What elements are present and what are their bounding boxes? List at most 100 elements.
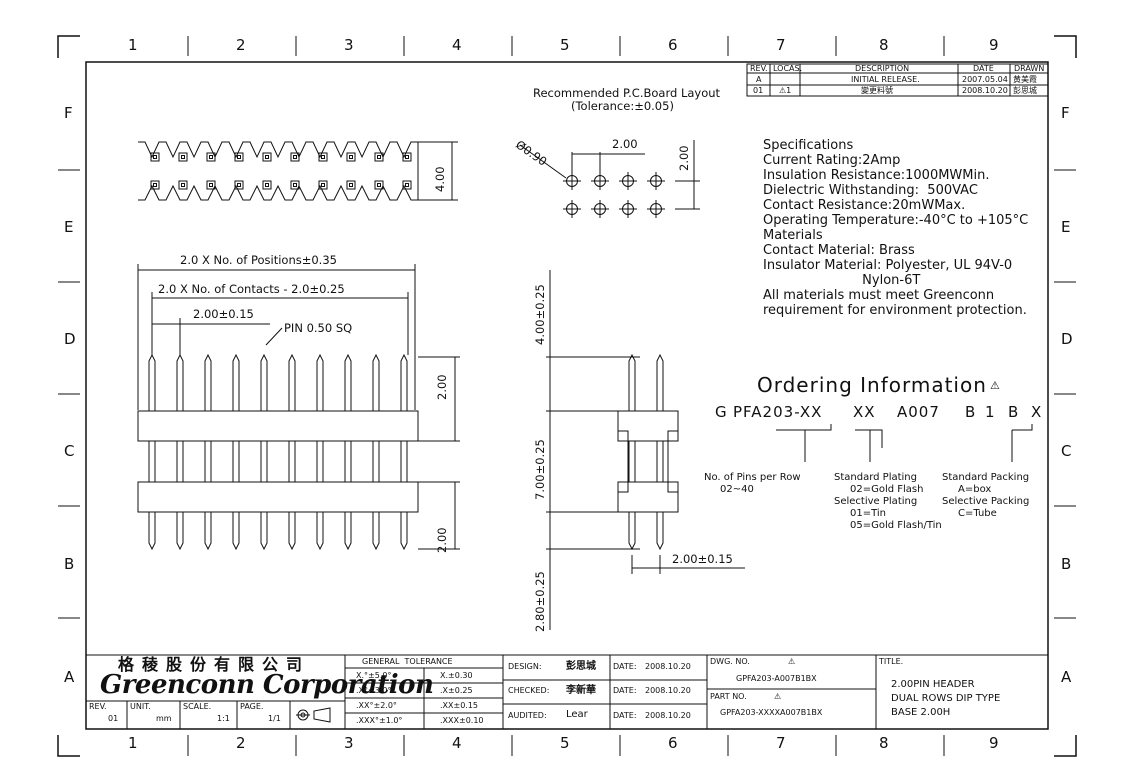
pin-lower (400, 512, 408, 551)
column-label-bottom: 6 (668, 734, 678, 752)
spec-line: Insulation Resistance:1000MWMin. (763, 168, 990, 183)
ordering-code-part: A007 (897, 403, 940, 421)
pad-hole (237, 183, 241, 187)
pcb-layout (519, 140, 700, 210)
pad-hole (293, 183, 297, 187)
pad-hole (153, 183, 157, 187)
pin-lower (316, 512, 324, 551)
checked-value: 李新華 (566, 685, 596, 696)
drawing-frame (85, 61, 1049, 730)
part-no-label: PART NO. (710, 692, 747, 701)
rev-row1-rev: A (756, 75, 762, 84)
row-label-right: F (1061, 104, 1070, 122)
company-name-chinese: 格稜股份有限公司 (118, 655, 311, 674)
date-label-3: DATE: (613, 711, 637, 720)
side-pin-upper (628, 353, 636, 411)
packing-title: Standard Packing (942, 472, 1030, 483)
pin-lower (176, 512, 184, 551)
scale-label: SCALE. (183, 702, 212, 711)
dim-pitch-label: 2.00±0.15 (193, 307, 254, 321)
pad-square (234, 180, 244, 190)
pin-upper (260, 353, 268, 411)
pad-square (290, 152, 300, 162)
plating-selective-title: Selective Plating (834, 496, 918, 507)
design-value: 彭思城 (566, 661, 596, 672)
column-label-top: 2 (236, 36, 246, 54)
spec-line: Specifications (763, 138, 854, 153)
pad-square (290, 180, 300, 190)
part-no-value: GPFA203-XXXXA007B1BX (720, 708, 823, 717)
column-label-bottom: 2 (236, 734, 246, 752)
side-dim-row-label: 2.00±0.15 (672, 552, 733, 566)
title-line-1: 2.00PIN HEADER (891, 679, 975, 690)
tolerance-angle: .XX°±2.0° (356, 701, 397, 710)
rev-row2-locas: ⚠1 (779, 86, 792, 95)
column-label-bottom: 5 (560, 734, 570, 752)
pad-hole (209, 183, 213, 187)
pad-hole (265, 155, 269, 159)
side-pin-mid (656, 441, 664, 482)
top-view-height-label: 4.00 (433, 166, 447, 192)
rev-header-locas: LOCAS. (773, 64, 803, 73)
pin-lower (288, 512, 296, 551)
column-label-bottom: 8 (879, 734, 889, 752)
pad-hole (349, 155, 353, 159)
pad-square (262, 180, 272, 190)
audited-value: Lear (566, 709, 588, 720)
page-label: PAGE. (240, 702, 264, 711)
pin-upper (176, 353, 184, 411)
spec-line: Dielectric Withstanding: 500VAC (763, 183, 978, 198)
pad-square (234, 152, 244, 162)
spec-line: Current Rating:2Amp (763, 153, 901, 168)
pad-square (374, 152, 384, 162)
dim-contacts-label: 2.0 X No. of Contacts - 2.0±0.25 (158, 282, 345, 296)
dwg-no-value: GPFA203-A007B1BX (736, 674, 817, 683)
column-label-top: 3 (344, 36, 354, 54)
ordering-code-part: XX (853, 403, 876, 421)
design-label: DESIGN: (508, 662, 542, 671)
company-name-english: Greenconn Corporation (100, 670, 434, 700)
corner-mark-br (1054, 735, 1077, 757)
title-line-3: BASE 2.00H (891, 707, 951, 718)
checked-label: CHECKED: (508, 686, 550, 695)
row-label-left: F (64, 104, 73, 122)
pad-hole (405, 155, 409, 159)
ordering-code-part: PFA203-XX (733, 403, 823, 421)
pad-hole (153, 155, 157, 159)
audited-label: AUDITED: (508, 711, 547, 720)
layout-title: Recommended P.C.Board Layout (533, 86, 721, 100)
pin-lower (372, 512, 380, 551)
row-label-right: D (1061, 330, 1073, 348)
dim-positions-label: 2.0 X No. of Positions±0.35 (180, 253, 337, 267)
pin-upper (344, 353, 352, 411)
tolerance-linear: .X±0.25 (440, 686, 473, 695)
spec-line: Nylon-6T (763, 273, 921, 288)
pcb-pitch-h-label: 2.00 (612, 137, 638, 151)
pcb-pitch-v-label: 2.00 (677, 145, 691, 171)
ordering-brackets (776, 424, 1033, 462)
top-view-pads (150, 152, 412, 190)
column-label-bottom: 4 (452, 734, 462, 752)
pins-per-row-value: 02~40 (720, 484, 754, 495)
pad-square (150, 152, 160, 162)
pad-hole (181, 183, 185, 187)
tolerance-linear: .XXX±0.10 (440, 716, 484, 725)
pad-hole (377, 155, 381, 159)
top-view (138, 141, 458, 201)
dim-upper-label: 2.00 (435, 374, 449, 400)
rev-row1-date: 2007.05.04 (962, 75, 1008, 84)
rev-header-date: DATE (973, 64, 994, 73)
pin-upper (372, 353, 380, 411)
date-value-1: 2008.10.20 (645, 662, 691, 671)
pad-hole (209, 155, 213, 159)
ordering-code-part: X (1031, 403, 1043, 421)
column-label-bottom: 9 (989, 734, 999, 752)
date-label-1: DATE: (613, 662, 637, 671)
spec-line: Contact Resistance:20mWMax. (763, 198, 966, 213)
projection-symbol (296, 707, 331, 723)
spec-line: Contact Material: Brass (763, 243, 915, 258)
side-dim-mid-label: 7.00±0.25 (533, 439, 547, 500)
column-label-bottom: 3 (344, 734, 354, 752)
column-label-top: 1 (128, 36, 138, 54)
